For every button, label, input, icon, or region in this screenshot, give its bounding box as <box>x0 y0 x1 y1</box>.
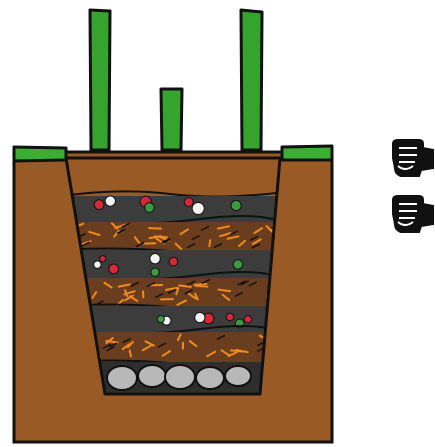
waste-piece <box>195 312 205 322</box>
straw-piece <box>194 284 206 285</box>
stone <box>138 365 166 387</box>
fist-icon <box>389 194 435 234</box>
waste-piece <box>94 200 104 210</box>
waste-piece <box>145 203 155 213</box>
waste-piece <box>94 261 101 268</box>
organic-waste-layer <box>60 196 290 222</box>
waste-piece <box>109 264 119 274</box>
waste-piece <box>192 202 204 214</box>
fist-icon <box>389 138 435 178</box>
waste-piece <box>150 254 160 264</box>
stone <box>196 367 224 389</box>
stake-middle <box>161 89 182 150</box>
waste-piece <box>233 260 242 269</box>
straw-piece <box>195 286 207 287</box>
waste-piece <box>244 315 251 322</box>
straw-piece <box>130 351 131 357</box>
waste-piece <box>169 257 178 266</box>
straw-piece <box>209 240 210 246</box>
stone <box>107 366 137 390</box>
waste-piece <box>100 256 106 262</box>
straw-piece <box>179 286 191 287</box>
waste-piece <box>105 196 115 206</box>
grass-right <box>282 146 332 160</box>
stone <box>165 365 195 389</box>
waste-piece <box>226 313 234 321</box>
stone <box>225 366 251 386</box>
stake-left <box>90 10 110 150</box>
waste-piece <box>151 268 159 276</box>
grass-left <box>14 147 66 161</box>
waste-piece <box>184 198 193 207</box>
waste-piece <box>231 200 241 210</box>
waste-piece <box>157 316 164 323</box>
stakes <box>90 10 262 150</box>
stake-right <box>241 10 262 150</box>
topsoil-layer <box>60 158 290 196</box>
